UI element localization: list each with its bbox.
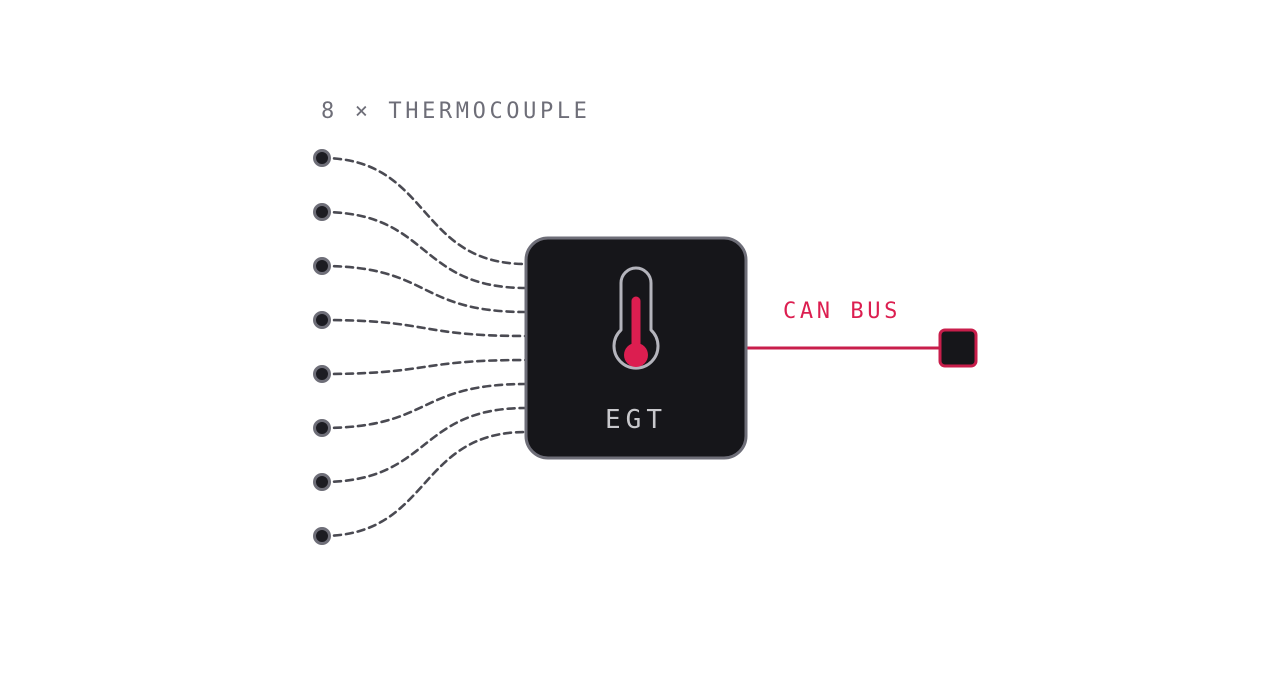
can-bus-connector[interactable] [938,328,978,368]
thermocouple-terminal[interactable] [313,419,331,437]
thermocouple-wire [320,264,528,314]
thermocouple-terminal[interactable] [313,527,331,545]
thermocouple-wire [320,210,528,290]
thermocouple-terminal[interactable] [313,257,331,275]
thermocouple-wire [320,358,528,376]
thermocouple-wire [320,156,528,266]
thermometer-bulb [624,343,648,367]
thermocouple-terminals [313,149,331,545]
thermocouple-terminal[interactable] [313,203,331,221]
thermocouple-wire [320,382,528,430]
thermocouple-wire [320,430,528,538]
thermocouple-wires [320,156,528,538]
thermocouple-terminal[interactable] [313,149,331,167]
can-bus-label: CAN BUS [783,299,901,324]
thermocouple-terminal[interactable] [313,473,331,491]
thermocouple-terminal[interactable] [313,365,331,383]
thermocouple-terminal[interactable] [313,311,331,329]
thermocouple-wire [320,406,528,484]
thermocouple-inputs-label: 8 × THERMOCOUPLE [321,99,591,124]
thermometer-icon [612,266,660,370]
egt-module-label: EGT [605,405,667,435]
thermometer-outline [612,266,660,370]
egt-module[interactable]: EGT [524,236,748,460]
thermocouple-wire [320,318,528,338]
